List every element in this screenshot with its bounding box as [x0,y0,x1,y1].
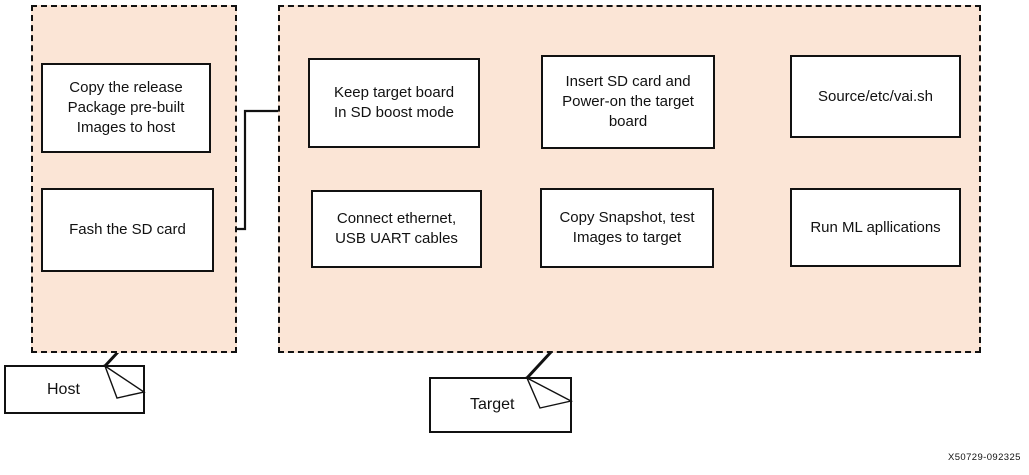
node-keep-board[interactable]: Keep target board In SD boost mode [308,58,480,148]
node-flash-sd[interactable]: Fash the SD card [41,188,214,272]
callout-host-leader [103,350,120,368]
region-host [31,5,237,353]
callout-target-leader [525,350,553,380]
node-run-ml-applications[interactable]: Run ML apllications [790,188,961,267]
callout-target-label: Target [470,396,515,413]
node-copy-snapshot[interactable]: Copy Snapshot, test Images to target [540,188,714,268]
node-insert-sd-card[interactable]: Insert SD card and Power-on the target b… [541,55,715,149]
node-source-vai-sh[interactable]: Source/etc/vai.sh [790,55,961,138]
node-connect-ethernet[interactable]: Connect ethernet, USB UART cables [311,190,482,268]
callout-target-tail [525,376,574,409]
callout-host-label: Host [47,381,80,398]
callout-host-tail [103,364,146,399]
callout-target [429,350,574,433]
callout-host [4,350,146,414]
node-copy-release[interactable]: Copy the release Package pre-built Image… [41,63,211,153]
watermark-text: X50729-092325 [948,452,1021,463]
